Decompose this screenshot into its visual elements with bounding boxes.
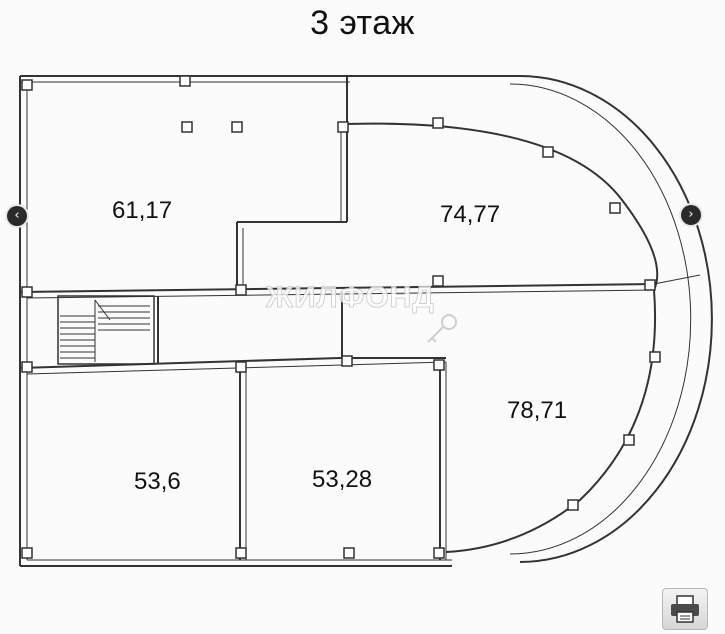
chevron-left-icon: ‹ [14,208,20,223]
printer-icon [671,595,699,623]
prev-button[interactable]: ‹ [7,206,27,226]
next-button[interactable]: › [681,205,701,225]
plan-columns [21,75,661,559]
room-area-bottom-middle: 53,28 [312,466,372,493]
room-area-top-left: 61,17 [112,197,172,224]
watermark: ЖИЛФОНД [265,281,435,314]
chevron-right-icon: › [688,207,694,222]
key-icon [427,314,457,343]
room-area-right-round: 78,71 [507,397,567,424]
print-button[interactable] [662,588,708,630]
room-area-top-right: 74,77 [440,201,500,228]
floor-title: 3 этаж [310,4,415,42]
room-area-bottom-left: 53,6 [134,468,181,495]
